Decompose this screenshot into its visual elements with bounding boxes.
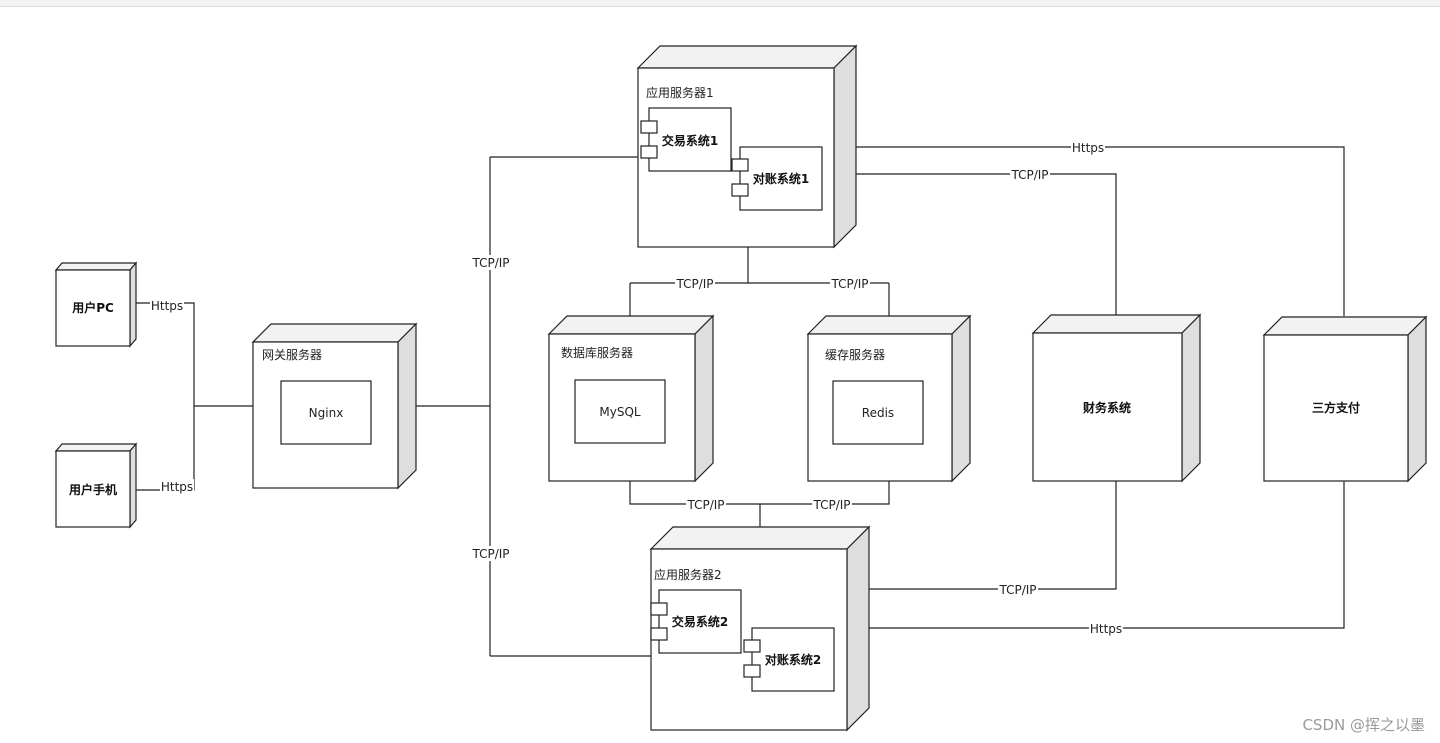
node-title-cache: 缓存服务器 [825, 347, 885, 362]
component-label-redis: Redis [862, 406, 894, 420]
node-app-server-2[interactable]: 应用服务器2 交易系统2 对账系统2 [649, 525, 871, 732]
edge-label-db-app2: TCP/IP [686, 498, 724, 512]
edge-label-app2-finance: TCP/IP [998, 583, 1036, 597]
component-nginx[interactable] [280, 380, 372, 445]
edge-label-gateway-app2: TCP/IP [471, 547, 509, 561]
node-label-pay: 三方支付 [1312, 400, 1360, 415]
node-label-finance: 财务系统 [1082, 400, 1131, 415]
component-trade-system-2[interactable]: 交易系统2 [650, 589, 742, 654]
edge-pc-phone-bus [136, 302, 195, 491]
component-mysql[interactable] [574, 379, 666, 444]
component-label-mysql: MySQL [599, 405, 641, 419]
component-redis[interactable] [832, 380, 924, 445]
node-label-user-pc: 用户PC [71, 300, 114, 315]
component-reconcile-system-1[interactable]: 对账系统1 [731, 146, 823, 211]
node-user-pc[interactable]: 用户PC [54, 261, 138, 348]
component-label-trade-1: 交易系统1 [662, 133, 718, 148]
edge-label-pc: Https [151, 299, 183, 313]
component-label-nginx: Nginx [309, 406, 344, 420]
node-database-server[interactable]: 数据库服务器 MySQL [547, 314, 715, 483]
edge-label-app1-pay: Https [1072, 141, 1104, 155]
node-third-party-pay[interactable]: 三方支付 [1262, 315, 1428, 483]
component-label-reconcile-1: 对账系统1 [753, 171, 809, 186]
connectors [136, 146, 1345, 657]
component-reconcile-system-2[interactable]: 对账系统2 [743, 627, 835, 692]
edge-app1-pay [856, 146, 1345, 316]
node-title-gateway: 网关服务器 [262, 347, 322, 362]
edge-label-app1-db: TCP/IP [675, 277, 713, 291]
edge-label-cache-app2: TCP/IP [812, 498, 850, 512]
node-gateway-server[interactable]: 网关服务器 Nginx [251, 322, 418, 490]
edge-label-app2-pay: Https [1090, 622, 1122, 636]
node-finance-system[interactable]: 财务系统 [1031, 313, 1202, 483]
edge-label-app1-finance: TCP/IP [1010, 168, 1048, 182]
node-user-phone[interactable]: 用户手机 [54, 442, 138, 529]
edge-app1-storage [629, 247, 890, 316]
top-bar [0, 0, 1440, 7]
component-label-reconcile-2: 对账系统2 [765, 652, 821, 667]
edge-storage-app2 [629, 481, 890, 527]
node-cache-server[interactable]: 缓存服务器 Redis [806, 314, 972, 483]
node-title-app1: 应用服务器1 [646, 85, 714, 100]
node-title-db: 数据库服务器 [561, 345, 633, 360]
node-app-server-1[interactable]: 应用服务器1 交易系统1 对账系统1 [636, 44, 858, 249]
edge-app2-finance [869, 481, 1117, 590]
node-title-app2: 应用服务器2 [654, 567, 722, 582]
component-label-trade-2: 交易系统2 [672, 614, 728, 629]
edge-label-gateway-app1: TCP/IP [471, 256, 509, 270]
edge-app2-pay [869, 481, 1345, 629]
node-label-user-phone: 用户手机 [68, 482, 117, 497]
edge-app1-finance [856, 173, 1117, 316]
edge-label-app1-cache: TCP/IP [830, 277, 868, 291]
edge-label-phone: Https [161, 480, 193, 494]
component-trade-system-1[interactable]: 交易系统1 [640, 107, 732, 172]
watermark: CSDN @挥之以墨 [1302, 716, 1425, 734]
edge-labels: Https Https TCP/IP TCP/IP TCP/IP TCP/IP … [150, 140, 1123, 636]
